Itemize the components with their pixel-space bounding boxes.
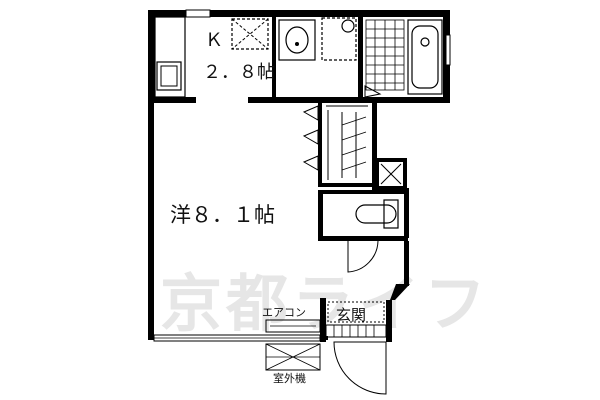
aircon-unit <box>265 319 321 333</box>
kitchen-counter <box>154 16 186 98</box>
bathroom-window <box>445 34 451 66</box>
wash-basin <box>278 19 316 61</box>
entrance-walls <box>320 241 410 342</box>
washing-machine-space <box>321 17 357 61</box>
aircon-label: エアコン <box>262 306 306 319</box>
toilet <box>355 204 397 224</box>
kitchen-size-label: ２．８帖 <box>203 62 275 83</box>
kitchen-name-label: Ｋ <box>205 30 223 51</box>
closet <box>302 103 378 193</box>
toilet-room <box>318 188 409 241</box>
entrance-label: 玄関 <box>336 306 366 324</box>
bathtub <box>407 19 443 95</box>
kitchen-area <box>154 9 276 98</box>
toilet-door <box>347 240 379 273</box>
outdoor-unit-label: 室外機 <box>273 371 306 385</box>
western-room-label: 洋８．１帖 <box>170 203 275 227</box>
pipe-shaft <box>231 18 269 50</box>
kitchen-sink <box>156 61 182 91</box>
entrance-door <box>333 341 387 395</box>
meter-box <box>375 158 407 190</box>
outdoor-unit <box>265 343 321 371</box>
washroom <box>278 17 363 97</box>
entrance-step <box>325 324 387 338</box>
bathroom <box>364 19 451 98</box>
kitchen-window <box>185 9 211 18</box>
